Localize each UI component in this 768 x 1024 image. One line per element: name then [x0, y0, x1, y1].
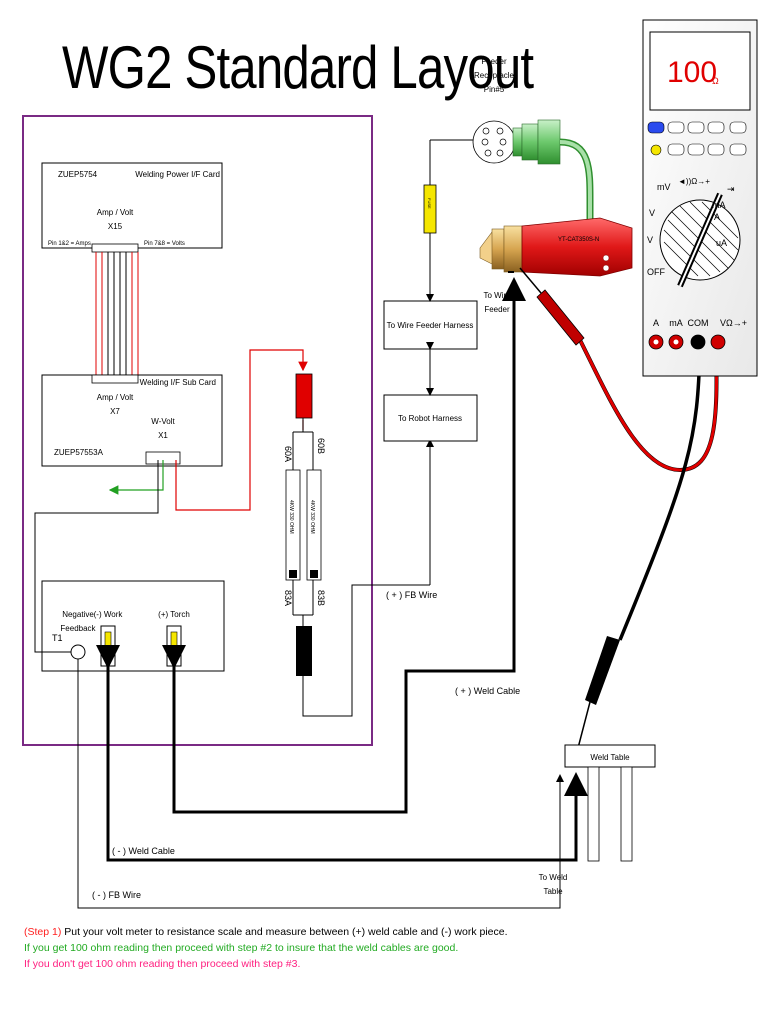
receptacle-label-2: Receptacle	[474, 71, 515, 80]
robot-harness-label: To Robot Harness	[398, 414, 462, 423]
meter-unit: Ω	[712, 76, 719, 86]
pos-weld-cable	[162, 277, 526, 814]
meter-button-8[interactable]	[687, 143, 705, 156]
meter-button-yellow[interactable]	[650, 144, 662, 156]
to-weld-table-label-1: To Weld	[539, 873, 568, 882]
pos-weld-cable-label: ( + ) Weld Cable	[455, 686, 520, 696]
power-card-part-no: ZUEP5754	[58, 170, 98, 179]
dial-off: OFF	[647, 267, 665, 277]
work-terminal-label: (-) Work	[94, 610, 124, 619]
instruction-step3: If you don't get 100 ohm reading then pr…	[24, 958, 301, 970]
to-wire-feeder-label-2: Feeder	[484, 305, 510, 314]
step1-label: (Step 1)	[24, 926, 62, 938]
fuse-83b-label: 83B	[316, 590, 326, 606]
meter-button-3[interactable]	[687, 121, 705, 134]
sub-card-part-no: ZUEP57553A	[54, 448, 104, 457]
meter-reading: 100	[667, 56, 717, 89]
neg-fb-wire-label: ( - ) FB Wire	[92, 890, 141, 900]
instructions: (Step 1) Put your volt meter to resistan…	[24, 924, 508, 972]
red-probe-lead	[519, 267, 719, 473]
t1-terminal	[70, 644, 86, 660]
jack-com[interactable]	[690, 334, 706, 350]
power-if-card: ZUEP5754 Welding Power I/F Card Amp / Vo…	[41, 162, 223, 253]
dial-ma: mA	[712, 200, 726, 210]
neg-feedback-wire	[34, 460, 159, 653]
sub-card: Welding I/F Sub Card Amp / Volt X7 W-Vol…	[41, 374, 223, 467]
neg-fb-wire	[77, 659, 564, 909]
x15-connector-id: X15	[108, 222, 123, 231]
dial-ua: uA	[716, 238, 727, 248]
meter-button-9[interactable]	[707, 143, 725, 156]
resistor-left-text: 4KW 330 OHM	[288, 500, 294, 534]
dial-v-dc: V	[649, 208, 655, 218]
feeder-fuse-label: FUSE	[427, 198, 432, 209]
terminal-box: T1 Negative Feedback (-) Work (+) Torch	[41, 580, 225, 672]
wire-feeder-harness-box	[383, 300, 478, 350]
multimeter: 100 Ω mV ◄))Ω→+ ⇥ V mA A V	[642, 19, 758, 377]
torch-model-label: YT-CAT350S-N	[558, 237, 599, 243]
receptacle-label-1: Feeder	[481, 57, 507, 66]
pin-volts-label: Pin 7&8 = Volts	[144, 241, 185, 247]
black-plug	[296, 626, 312, 676]
dial-ohm: ◄))Ω→+	[678, 177, 710, 186]
dial-diode: ⇥	[727, 184, 735, 194]
feeder-receptacle: Feeder Receptacle Pin#5	[472, 57, 516, 164]
wire-feeder-harness-label: To Wire Feeder Harness	[387, 321, 474, 330]
neg-feedback-label-2: Feedback	[60, 624, 96, 633]
pin-amps-label: Pin 1&2 = Amps	[48, 241, 91, 247]
meter-button-7[interactable]	[667, 143, 685, 156]
x7-connector-id: X7	[110, 407, 120, 416]
t1-label: T1	[52, 633, 63, 643]
power-card-name: Welding Power I/F Card	[135, 170, 220, 179]
jack-v[interactable]	[710, 334, 726, 350]
x7-connector	[91, 374, 139, 384]
meter-button-5[interactable]	[729, 121, 747, 134]
to-weld-table-label-2: Table	[543, 887, 563, 896]
instruction-step2: If you get 100 ohm reading then proceed …	[24, 942, 459, 954]
meter-button-2[interactable]	[667, 121, 685, 134]
step1-text: Put your volt meter to resistance scale …	[61, 926, 508, 938]
welding-torch: YT-CAT350S-N	[479, 217, 633, 277]
meter-button-4[interactable]	[707, 121, 725, 134]
jack-ma-label: mA	[669, 318, 683, 328]
neg-weld-cable-label: ( - ) Weld Cable	[112, 846, 175, 856]
fuse-60a-label: 60A	[283, 446, 293, 462]
robot-harness-box	[383, 394, 478, 442]
neg-weld-cable	[96, 645, 588, 862]
red-plug	[295, 373, 313, 419]
x1-connector-id: X1	[158, 431, 168, 440]
dial-v-ac: V	[647, 235, 653, 245]
jack-a-label: A	[653, 318, 659, 328]
sub-card-name: Welding I/F Sub Card	[140, 378, 216, 387]
pos-fb-wire-label: ( + ) FB Wire	[386, 590, 437, 600]
fuse-60b-label: 60B	[316, 438, 326, 454]
x15-connector-label: Amp / Volt	[97, 208, 134, 217]
instruction-step1: (Step 1) Put your volt meter to resistan…	[24, 924, 508, 940]
receptacle-label-3: Pin#5	[484, 85, 505, 94]
weld-table-label: Weld Table	[590, 753, 630, 762]
torch-terminal-label: (+) Torch	[158, 610, 190, 619]
jack-v-label: VΩ→+	[720, 318, 747, 328]
ribbon-wires	[95, 252, 139, 375]
neg-feedback-label-1: Negative	[62, 610, 94, 619]
feeder-cable	[512, 119, 594, 228]
dial-a: A	[714, 212, 720, 222]
weld-table: Weld Table	[564, 744, 656, 862]
dial-mv: mV	[657, 182, 671, 192]
meter-display	[649, 31, 751, 111]
fuse-83a-label: 83A	[283, 590, 293, 606]
jack-com-label: COM	[688, 318, 709, 328]
meter-dial[interactable]	[659, 192, 741, 288]
to-wire-feeder-label-1: To Wire	[483, 291, 511, 300]
resistor-right-text: 4KW 330 OHM	[309, 500, 315, 534]
meter-button-10[interactable]	[729, 143, 747, 156]
meter-button-blue[interactable]	[647, 121, 665, 134]
feeder-fuse	[423, 184, 437, 234]
black-probe-lead	[577, 344, 702, 749]
x7-connector-label: Amp / Volt	[97, 393, 134, 402]
page-title: WG2 Standard Layout	[62, 34, 534, 101]
wvolt-label: W-Volt	[151, 417, 175, 426]
x15-connector	[91, 243, 139, 253]
